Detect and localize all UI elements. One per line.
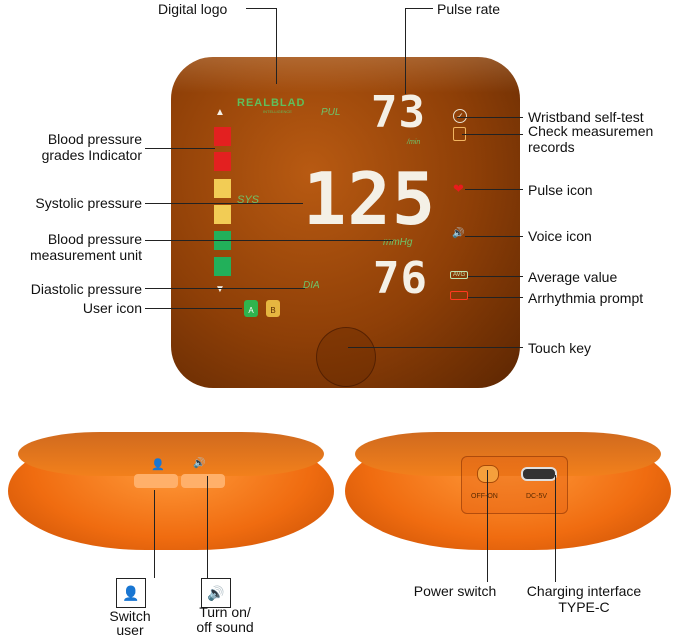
switch-user-button[interactable] [134, 474, 178, 488]
diastolic-value: 76 [373, 253, 428, 304]
label-diastolic: Diastolic pressure [30, 281, 142, 297]
off-on-label: OFF-ON [471, 493, 498, 500]
dc-label: DC-5V [526, 493, 548, 500]
sound-button[interactable] [181, 474, 225, 488]
heart-icon: ❤ [453, 181, 464, 196]
grade-bar-3 [214, 179, 231, 198]
label-voice-icon: Voice icon [528, 228, 592, 244]
touch-key[interactable] [316, 327, 376, 387]
side-top-left [18, 432, 324, 476]
per-min-label: /min [407, 139, 421, 146]
side-top-right [355, 432, 661, 476]
label-average: Average value [528, 269, 618, 285]
side-view-left: 👤 🔊 [8, 432, 334, 550]
pulse-value: 73 [371, 87, 426, 138]
grade-up-icon: ▲ [215, 107, 225, 118]
label-wristband: Wristband self-test [528, 109, 644, 125]
label-charging: Charging interface TYPE-C [526, 583, 642, 615]
label-switch-user: Switch user [109, 608, 151, 638]
dia-label: DIA [303, 280, 320, 291]
pul-label: PUL [321, 107, 341, 118]
sound-icon: 🔊 [201, 578, 231, 608]
label-bp-unit: Blood pressure measurement unit [29, 231, 142, 263]
arrhythmia-indicator [450, 291, 468, 300]
port-panel: OFF-ON DC-5V [461, 456, 568, 514]
grade-bar-2 [214, 152, 231, 171]
grade-bar-1 [214, 127, 231, 146]
side-view-right: OFF-ON DC-5V [345, 432, 671, 550]
label-arrhythmia: Arrhythmia prompt [528, 290, 644, 306]
grade-down-icon: ▼ [215, 284, 225, 295]
label-touch-key: Touch key [528, 340, 592, 356]
sound-side-icon: 🔊 [193, 458, 206, 469]
grade-bar-6 [214, 257, 231, 276]
brand-logo: REALBLAD [237, 97, 306, 109]
user-icon-b: B [266, 300, 280, 317]
speaker-icon: 🔊 [452, 228, 465, 239]
label-user-icon: User icon [82, 300, 142, 316]
label-bp-grades: Blood pressure grades Indicator [41, 131, 142, 163]
sys-label: SYS [237, 194, 260, 206]
check-circle-icon: ✓ [453, 109, 467, 123]
systolic-value: 125 [303, 157, 437, 241]
label-sound: Turn on/ off sound [196, 604, 254, 635]
power-switch[interactable] [477, 465, 499, 483]
label-digital-logo: Digital logo [158, 1, 228, 17]
bp-monitor-display: REALBLAD INTELLIGENCE PUL 73 /min SYS 12… [171, 57, 520, 388]
label-power-switch: Power switch [413, 583, 497, 599]
avg-indicator: AVG [450, 271, 469, 279]
usb-c-port [521, 467, 557, 481]
user-icon: A [244, 300, 258, 317]
switch-user-icon: 👤 [116, 578, 146, 608]
label-systolic: Systolic pressure [35, 195, 142, 211]
label-pulse-icon: Pulse icon [528, 182, 593, 198]
grade-bar-4 [214, 205, 231, 224]
brand-sub: INTELLIGENCE [263, 109, 292, 114]
unit-label: mmHg [383, 237, 413, 248]
label-pulse-rate: Pulse rate [437, 1, 501, 17]
label-check-records: Check measuremen records [528, 123, 654, 155]
person-icon: 👤 [151, 459, 165, 471]
